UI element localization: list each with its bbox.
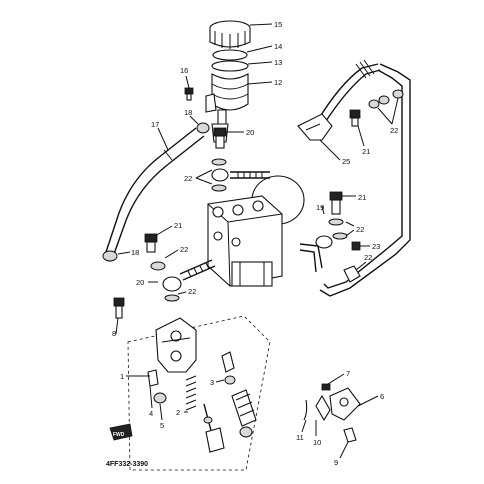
callout-16: 16 bbox=[180, 66, 188, 75]
master-cylinder-body bbox=[207, 175, 305, 287]
push-rod bbox=[203, 403, 225, 453]
leader-lines bbox=[115, 23, 399, 459]
callout-20: 20 bbox=[136, 278, 144, 287]
bolt-24 bbox=[351, 241, 361, 251]
hose-bracket bbox=[297, 113, 333, 141]
callout-labels: 15 14 13 12 16 18 17 20 22 21 22 18 20 2… bbox=[112, 20, 398, 467]
bracket-washers bbox=[368, 89, 404, 109]
callout-22d: 22 bbox=[356, 225, 364, 234]
callout-9: 9 bbox=[334, 458, 338, 467]
copper-washer-left bbox=[150, 261, 166, 271]
cap-5 bbox=[153, 392, 167, 404]
callout-4: 4 bbox=[149, 409, 153, 418]
callout-13: 13 bbox=[274, 58, 282, 67]
callout-10: 10 bbox=[313, 438, 321, 447]
copper-washer-left-2 bbox=[164, 294, 180, 302]
callout-6: 6 bbox=[380, 392, 384, 401]
reservoir-hose bbox=[105, 127, 205, 255]
pin-9 bbox=[343, 427, 357, 443]
clevis-pin bbox=[303, 394, 331, 422]
union-bolt-left bbox=[144, 233, 158, 253]
callout-22e: 22 bbox=[390, 126, 398, 135]
callout-23: 22 bbox=[364, 253, 372, 262]
hose-clip-lower bbox=[102, 250, 118, 262]
callout-17: 17 bbox=[151, 120, 159, 129]
diagram-code: 4FF332-3390 bbox=[106, 461, 148, 468]
callout-25: 25 bbox=[342, 157, 350, 166]
callout-1: 1 bbox=[120, 372, 124, 381]
callout-22c: 22 bbox=[188, 287, 196, 296]
callout-18a: 18 bbox=[184, 108, 192, 117]
reservoir-tank bbox=[205, 73, 249, 125]
piston-assembly bbox=[221, 351, 257, 427]
callout-21d: 21 bbox=[362, 147, 370, 156]
cup-3 bbox=[224, 375, 236, 385]
mounting-bolt bbox=[113, 297, 125, 319]
brake-hose-upper bbox=[317, 59, 411, 297]
callout-7: 7 bbox=[346, 369, 350, 378]
callout-3: 3 bbox=[210, 378, 214, 387]
pipe-fitting-upper bbox=[211, 168, 270, 182]
callout-5: 5 bbox=[160, 421, 164, 430]
callout-24: 23 bbox=[372, 242, 380, 251]
callout-21a: 20 bbox=[246, 128, 254, 137]
callout-12: 12 bbox=[274, 78, 282, 87]
callout-18b: 18 bbox=[131, 248, 139, 257]
master-cylinder-lower bbox=[155, 317, 197, 373]
callout-14: 14 bbox=[274, 42, 282, 51]
diaphragm bbox=[212, 49, 248, 61]
front-direction-badge: FWD bbox=[109, 423, 133, 441]
callout-11: 11 bbox=[296, 433, 304, 442]
front-badge-text: FWD bbox=[113, 432, 125, 438]
lower-assembly-outline bbox=[127, 315, 271, 471]
callout-21b: 21 bbox=[174, 221, 182, 230]
clevis bbox=[329, 387, 361, 421]
circlip bbox=[203, 416, 213, 424]
union-bolt-upper bbox=[213, 127, 227, 149]
callout-2: 2 bbox=[176, 408, 180, 417]
callout-15: 15 bbox=[274, 20, 282, 29]
callout-22a: 22 bbox=[184, 174, 192, 183]
callout-8: 8 bbox=[112, 329, 116, 338]
copper-washers-upper bbox=[211, 158, 227, 192]
pipe-fitting-right bbox=[299, 235, 333, 273]
brake-hose-left bbox=[162, 259, 216, 292]
spring bbox=[185, 375, 197, 411]
piston-kit bbox=[147, 369, 159, 387]
nut-7 bbox=[321, 383, 331, 391]
hose-clamp bbox=[196, 122, 210, 134]
callout-22b: 22 bbox=[180, 245, 188, 254]
copper-washers-right bbox=[328, 218, 348, 240]
reservoir-cap bbox=[209, 20, 251, 49]
callout-21c: 21 bbox=[358, 193, 366, 202]
diaphragm-plate bbox=[211, 60, 249, 72]
union-bolt-right bbox=[329, 191, 343, 215]
callout-19: 19 bbox=[316, 203, 324, 212]
reservoir-screw bbox=[184, 87, 194, 101]
boot bbox=[239, 426, 253, 438]
hose-bracket-bolt bbox=[349, 109, 361, 127]
